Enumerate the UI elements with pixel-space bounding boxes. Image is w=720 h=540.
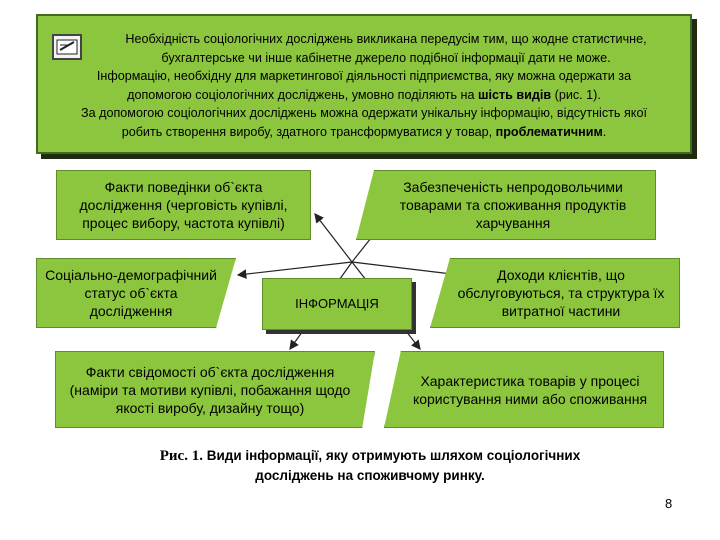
info-center-box: ІНФОРМАЦІЯ — [262, 278, 412, 330]
box-behavior-facts: Факти поведінки об`єкта дослідження (чер… — [56, 170, 311, 240]
arrow-mid-right — [351, 261, 462, 279]
document-icon — [52, 34, 82, 60]
figure-caption: Рис. 1. Види інформації, яку отримують ш… — [90, 446, 650, 485]
intro-line-6: робить створення виробу, здатного трансф… — [121, 124, 607, 139]
arrow-top-left — [314, 213, 353, 263]
caption-line-2: досліджень на споживчому ринку. — [255, 468, 485, 483]
intro-line-2: бухгалтерське чи інше кабінетне джерело … — [161, 50, 611, 65]
page-number: 8 — [665, 496, 673, 511]
caption-line-1: Рис. 1. Види інформації, яку отримують ш… — [159, 448, 581, 464]
box-client-income: Доходи клієнтів, що обслуговуються, та с… — [430, 258, 680, 328]
box-consciousness-facts: Факти свідомості об`єкта дослідження (на… — [55, 351, 375, 428]
intro-line-3: Інформацію, необхідну для маркетингової … — [96, 69, 632, 83]
box-goods-characteristics: Характеристика товарів у процесі користу… — [384, 351, 664, 428]
caption-lead: Рис. 1. — [159, 448, 203, 464]
intro-line-1: Необхідність соціологічних досліджень ви… — [125, 32, 647, 46]
intro-line-5: За допомогою соціологічних досліджень мо… — [81, 106, 647, 120]
box-socio-demographic: Соціально-демографічний статус об`єкта д… — [36, 258, 236, 328]
intro-line-4: допомогою соціологічних досліджень, умов… — [127, 87, 601, 102]
arrow-mid-left — [236, 261, 353, 279]
intro-panel: Необхідність соціологічних досліджень ви… — [36, 14, 692, 154]
box-provision: Забезпеченість непродовольчими товарами … — [356, 170, 656, 240]
intro-text: Необхідність соціологічних досліджень ви… — [38, 30, 690, 141]
